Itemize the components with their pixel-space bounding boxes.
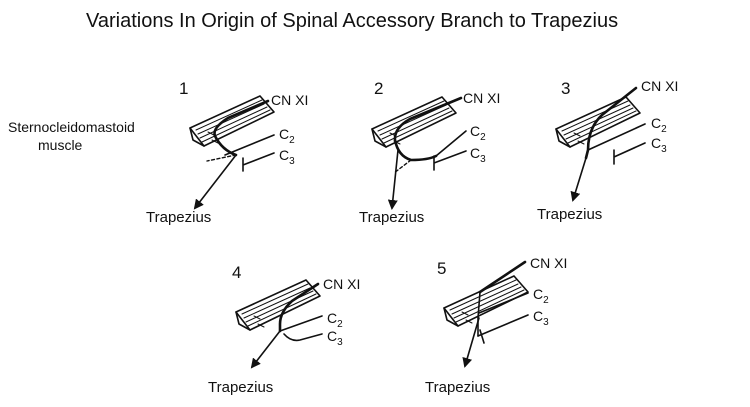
panel-2-c2-label: C2	[470, 123, 486, 143]
panel-3-c2-nerve	[587, 123, 646, 151]
panel-3-number: 3	[561, 79, 570, 98]
panel-1-dashed-connection	[206, 154, 237, 162]
panel-3-branch-arrow	[570, 157, 587, 202]
panel-2-dashed-connection	[393, 159, 412, 174]
panel-2-c3-nerve	[433, 150, 467, 171]
panel-1-cn-xi-nerve	[213, 99, 270, 157]
panel-5-trapezius-label: Trapezius	[425, 379, 490, 396]
panel-1-c3-nerve	[242, 152, 275, 172]
panel-1-branch-arrow	[193, 154, 237, 210]
panel-1-trapezius-label: Trapezius	[146, 209, 211, 226]
muscle-label-line2: muscle	[38, 137, 83, 153]
panel-4-c2-nerve	[279, 315, 323, 332]
panel-4-trapezius-label: Trapezius	[208, 379, 273, 396]
panel-4-branch-arrow	[250, 330, 281, 369]
panel-1-number: 1	[179, 79, 188, 98]
panel-1-c2-nerve	[224, 134, 275, 156]
panel-1-c2-label: C2	[279, 126, 295, 146]
panel-2-number: 2	[374, 79, 383, 98]
panel-3: 3 CN XI C2 C3 Trapezius	[537, 78, 678, 223]
panel-3-muscle	[555, 96, 641, 148]
panel-2: 2 CN XI C2 C3 Trapezius	[359, 79, 500, 226]
panel-5-c3-label: C3	[533, 308, 549, 328]
panel-3-c3-label: C3	[651, 135, 667, 155]
panel-5-c2-nerve	[478, 292, 529, 314]
panel-4-c2-label: C2	[327, 310, 343, 330]
panel-4-cn-xi-nerve	[278, 282, 320, 333]
panel-4-muscle	[235, 279, 321, 331]
panel-5-cn-xi-nerve	[478, 260, 527, 294]
panel-1: 1 CN XI C2 C3 Trapezius	[146, 79, 308, 226]
panel-5-number: 5	[437, 259, 446, 278]
muscle-label-line1: Sternocleidomastoid	[8, 119, 135, 135]
panel-4-c3-label: C3	[327, 328, 343, 348]
panel-5-descending-trunk	[477, 291, 481, 337]
figure-title: Variations In Origin of Spinal Accessory…	[86, 10, 618, 32]
panel-5-branch-arrow	[462, 317, 480, 368]
panel-2-branch-arrow	[387, 149, 399, 210]
panel-3-trapezius-label: Trapezius	[537, 206, 602, 223]
panel-2-cn-xi-nerve	[393, 96, 463, 162]
panel-2-c3-label: C3	[470, 145, 486, 165]
panel-3-c3-nerve	[613, 142, 646, 165]
panel-1-c3-label: C3	[279, 147, 295, 167]
panel-4-number: 4	[232, 263, 241, 282]
panel-5-muscle	[443, 275, 529, 327]
panel-5: 5 CN XI C2 C3 Trapezius	[425, 255, 567, 396]
panel-5-cn-xi-label: CN XI	[530, 255, 567, 271]
panel-4-cn-xi-label: CN XI	[323, 276, 360, 292]
panel-5-c2-label: C2	[533, 286, 549, 306]
panel-4-c3-nerve	[283, 333, 323, 342]
panel-2-trapezius-label: Trapezius	[359, 209, 424, 226]
panel-5-c3-nerve	[477, 314, 529, 344]
panel-2-cn-xi-label: CN XI	[463, 90, 500, 106]
panel-1-cn-xi-label: CN XI	[271, 92, 308, 108]
panel-3-c2-label: C2	[651, 115, 667, 135]
panel-2-c2-nerve	[435, 130, 467, 157]
panel-4: 4 CN XI C2 C3 Trapezius	[208, 263, 360, 396]
panel-3-cn-xi-label: CN XI	[641, 78, 678, 94]
